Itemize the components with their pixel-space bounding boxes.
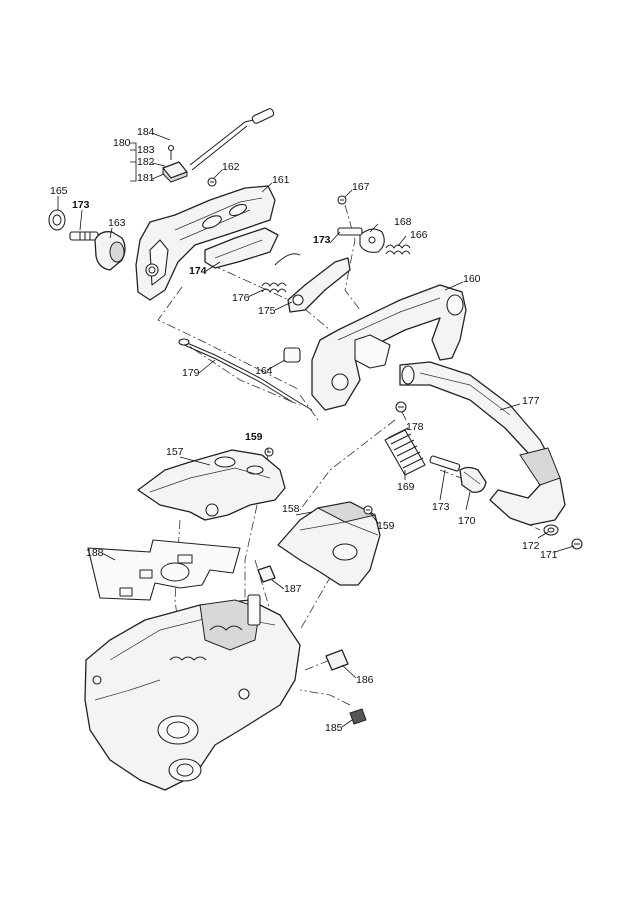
screw-178 bbox=[395, 401, 407, 413]
label-176: 176 bbox=[232, 292, 250, 304]
label-174: 174 bbox=[189, 265, 207, 277]
leader-lines bbox=[57, 132, 575, 728]
label-185: 185 bbox=[325, 722, 343, 734]
handle-mount-parts bbox=[337, 195, 411, 255]
air-box bbox=[277, 501, 381, 586]
trigger bbox=[204, 227, 279, 269]
washer-and-screw bbox=[543, 524, 583, 550]
label-160: 160 bbox=[463, 273, 481, 285]
lock-lever bbox=[274, 253, 351, 313]
throttle-cable-assembly bbox=[162, 108, 275, 183]
front-handle bbox=[311, 284, 467, 411]
gasket-sheet bbox=[87, 539, 241, 601]
cable-and-bushing bbox=[178, 338, 313, 411]
damper-parts bbox=[384, 427, 487, 493]
label-173-front: 173 bbox=[313, 234, 331, 246]
label-168: 168 bbox=[394, 216, 412, 228]
label-184: 184 bbox=[137, 126, 155, 138]
label-157: 157 bbox=[166, 446, 184, 458]
label-170: 170 bbox=[458, 515, 476, 527]
label-161: 161 bbox=[272, 174, 290, 186]
callout-labels: 184 180 183 182 181 165 173 163 162 161 … bbox=[50, 126, 558, 734]
label-180: 180 bbox=[113, 137, 131, 149]
label-186: 186 bbox=[356, 674, 374, 686]
label-182: 182 bbox=[137, 156, 155, 168]
screw-159-right bbox=[363, 505, 373, 515]
label-178: 178 bbox=[406, 421, 424, 433]
rear-handle-frame bbox=[135, 185, 276, 301]
cover-plate bbox=[137, 449, 286, 521]
label-169: 169 bbox=[397, 481, 415, 493]
label-166: 166 bbox=[410, 229, 428, 241]
label-171: 171 bbox=[540, 549, 558, 561]
top-handle-grip bbox=[399, 361, 566, 526]
label-179: 179 bbox=[182, 367, 200, 379]
label-172: 172 bbox=[522, 540, 540, 552]
label-181: 181 bbox=[137, 172, 155, 184]
label-177: 177 bbox=[522, 395, 540, 407]
label-159-right: 159 bbox=[377, 520, 395, 532]
label-173-rear: 173 bbox=[72, 199, 90, 211]
label-164: 164 bbox=[255, 365, 273, 377]
spring-176 bbox=[261, 282, 287, 293]
label-159-top: 159 bbox=[245, 431, 263, 443]
screw-159-top bbox=[264, 447, 274, 457]
label-173-damper: 173 bbox=[432, 501, 450, 513]
screw-162 bbox=[207, 177, 217, 187]
label-162: 162 bbox=[222, 161, 240, 173]
engine-housing bbox=[84, 594, 301, 791]
label-188: 188 bbox=[86, 547, 104, 559]
rear-mount-parts bbox=[48, 209, 126, 271]
label-183: 183 bbox=[137, 144, 155, 156]
label-187: 187 bbox=[284, 583, 302, 595]
label-165: 165 bbox=[50, 185, 68, 197]
label-158: 158 bbox=[282, 503, 300, 515]
label-167: 167 bbox=[352, 181, 370, 193]
label-163: 163 bbox=[108, 217, 126, 229]
label-175: 175 bbox=[258, 305, 276, 317]
